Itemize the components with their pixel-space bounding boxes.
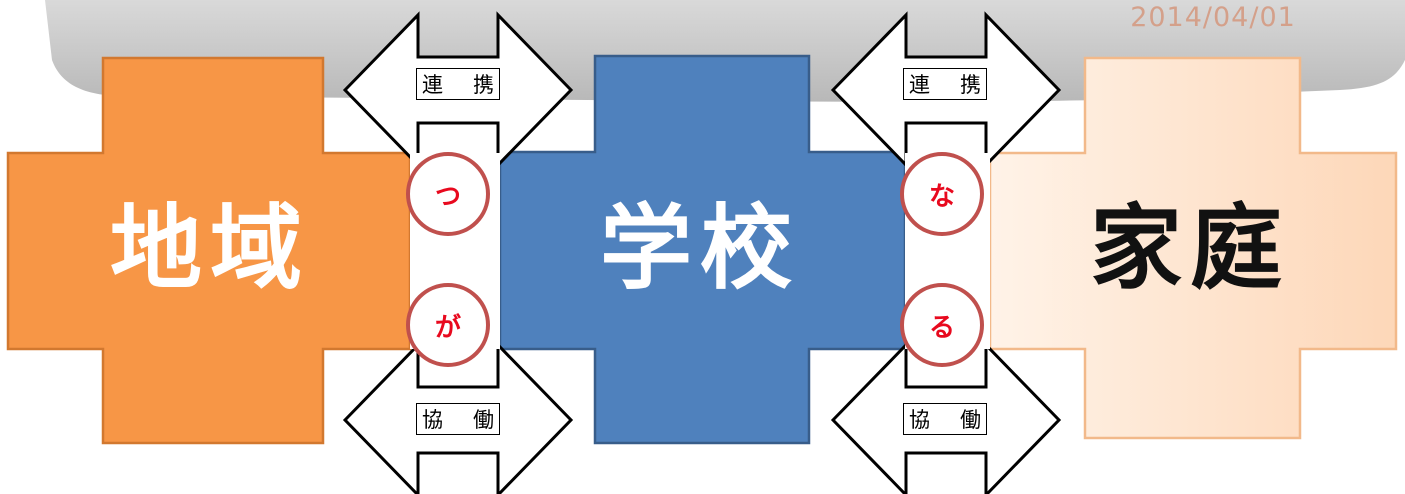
arrow-label-char: 携	[473, 69, 494, 99]
arrow-label-char: 協	[909, 404, 930, 434]
arrow-label-top-right: 連 携	[903, 68, 987, 100]
hiragana-circle-tsu: つ	[406, 152, 490, 236]
region-label: 地域	[45, 188, 375, 308]
arrow-label-char: 働	[473, 404, 494, 434]
arrow-label-bottom-right: 協 働	[903, 403, 987, 435]
date-stamp: 2014/04/01	[1108, 2, 1318, 33]
hiragana-circle-na: な	[900, 152, 984, 236]
family-label: 家庭	[1025, 188, 1355, 308]
arrow-label-char: 連	[422, 69, 443, 99]
school-label: 学校	[535, 188, 865, 308]
arrow-label-char: 携	[960, 69, 981, 99]
arrow-label-top-left: 連 携	[416, 68, 500, 100]
arrow-label-char: 協	[422, 404, 443, 434]
hiragana-circle-ru: る	[900, 283, 984, 367]
arrow-label-char: 働	[960, 404, 981, 434]
arrow-label-bottom-left: 協 働	[416, 403, 500, 435]
hiragana-circle-ga: が	[406, 283, 490, 367]
arrow-label-char: 連	[909, 69, 930, 99]
